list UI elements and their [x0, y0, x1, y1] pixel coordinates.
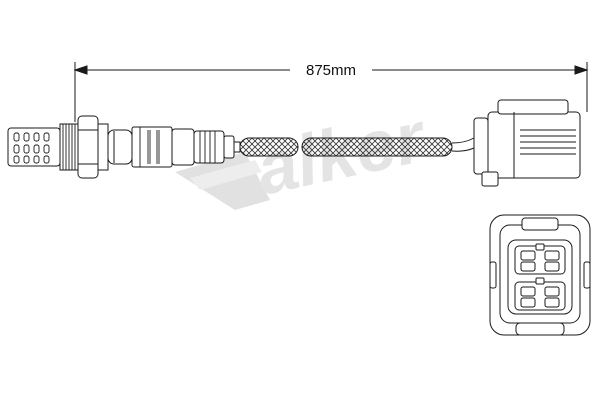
dimension-label: 875mm — [306, 62, 356, 79]
connector-wires — [451, 137, 475, 152]
connector-side-icon — [473, 99, 581, 187]
dimension-line — [73, 62, 589, 122]
connector-face-icon — [489, 214, 591, 336]
braided-cable — [239, 137, 453, 157]
sensor-probe-icon — [7, 115, 241, 179]
